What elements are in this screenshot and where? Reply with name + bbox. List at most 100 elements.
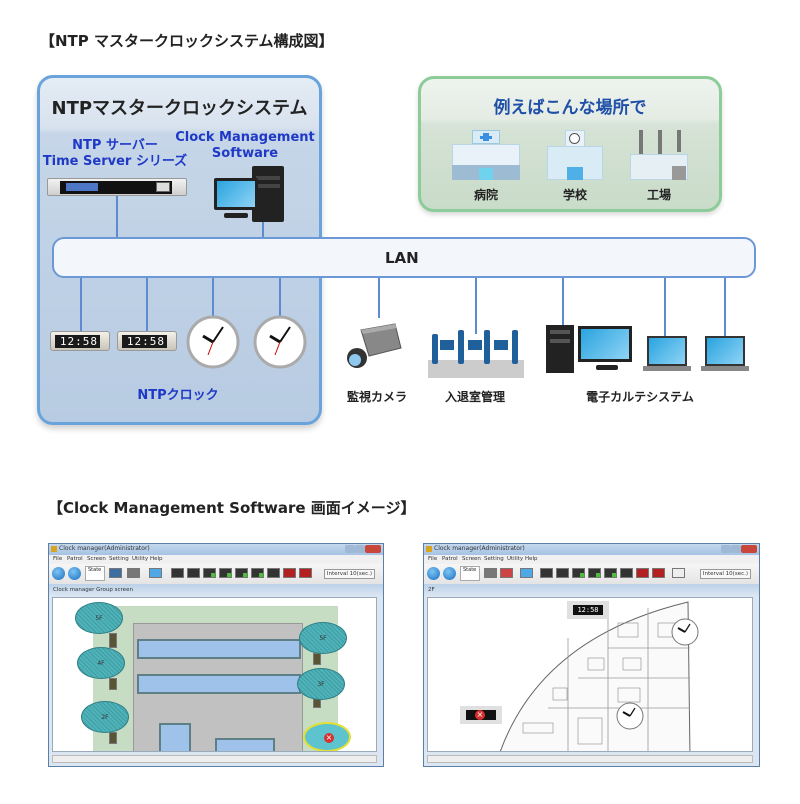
security-camera-icon xyxy=(347,323,402,368)
lan-connector xyxy=(279,278,281,318)
school-icon xyxy=(547,130,603,180)
lan-connector xyxy=(212,278,214,318)
floor-marker-2f[interactable]: 2F xyxy=(81,701,129,733)
clock-list-icon[interactable] xyxy=(109,568,122,578)
menu-utility[interactable]: Utility xyxy=(507,556,524,562)
pause-button[interactable] xyxy=(68,567,81,580)
digital-clock-marker-alarm[interactable]: × xyxy=(460,706,502,724)
floor-marker-4f[interactable]: 4F xyxy=(77,647,125,679)
close-button[interactable] xyxy=(365,545,381,553)
lan-connector xyxy=(116,196,118,238)
lan-connector xyxy=(262,222,264,238)
menu-help[interactable]: Help xyxy=(150,556,163,562)
interval-display: Interval 10(sec.) xyxy=(323,569,375,579)
toolbar: State Interval 10(sec.) xyxy=(424,564,759,584)
floor-map-canvas: 12:58 × xyxy=(427,597,753,752)
ntp-server-label: NTP サーバー Time Server シリーズ xyxy=(40,138,190,170)
lan-connector xyxy=(475,278,477,334)
state-box: State xyxy=(460,566,480,581)
menu-setting[interactable]: Setting xyxy=(109,556,129,562)
clock-ok-icon[interactable] xyxy=(572,568,585,578)
floor-marker-alarm[interactable]: × xyxy=(303,722,351,751)
menu-file[interactable]: File xyxy=(53,556,63,562)
clock-alarm-icon[interactable] xyxy=(636,568,649,578)
menu-file[interactable]: File xyxy=(428,556,438,562)
menu-help[interactable]: Help xyxy=(525,556,538,562)
clock-status-icon[interactable] xyxy=(620,568,633,578)
window-title: Clock manager(Administrator) xyxy=(59,545,150,552)
error-icon: × xyxy=(324,733,334,743)
clock-status-icon[interactable] xyxy=(540,568,553,578)
play-button[interactable] xyxy=(52,567,65,580)
clock-ok-icon[interactable] xyxy=(219,568,232,578)
clock-ok-icon[interactable] xyxy=(235,568,248,578)
clock-ok-icon[interactable] xyxy=(251,568,264,578)
digital-clock-marker[interactable]: 12:58 xyxy=(567,601,609,619)
building-windows xyxy=(215,738,275,751)
software-window-group-screen: Clock manager(Administrator) File Patrol… xyxy=(48,543,384,767)
building-windows xyxy=(137,674,301,694)
pause-button[interactable] xyxy=(443,567,456,580)
monitor-icon[interactable] xyxy=(520,568,533,578)
maximize-button[interactable] xyxy=(731,545,741,553)
lan-connector xyxy=(146,278,148,331)
floor-marker-5f-right[interactable]: 5F xyxy=(299,622,347,654)
menu-utility[interactable]: Utility xyxy=(132,556,149,562)
window-title: Clock manager(Administrator) xyxy=(434,545,525,552)
digital-clock-time: 12:58 xyxy=(55,335,100,348)
group-icon[interactable] xyxy=(127,568,140,578)
factory-icon xyxy=(630,130,688,180)
ntp-clock-label: NTPクロック xyxy=(137,388,219,403)
clock-status-icon[interactable] xyxy=(171,568,184,578)
analog-clock-icon xyxy=(253,315,307,369)
clock-ok-icon[interactable] xyxy=(203,568,216,578)
clock-status-icon[interactable] xyxy=(267,568,280,578)
hospital-icon xyxy=(452,130,520,180)
minimize-button[interactable] xyxy=(721,545,731,553)
error-icon: × xyxy=(475,710,485,720)
desktop-pc-icon xyxy=(214,166,286,224)
clock-status-icon[interactable] xyxy=(556,568,569,578)
clock-alarm-icon[interactable] xyxy=(299,568,312,578)
monitor-icon[interactable] xyxy=(149,568,162,578)
place-label-hospital: 病院 xyxy=(473,188,498,202)
minimize-button[interactable] xyxy=(345,545,355,553)
place-label-factory: 工場 xyxy=(646,188,671,202)
floor-label: 4F xyxy=(97,660,105,667)
menu-patrol[interactable]: Patrol xyxy=(67,556,83,562)
menu-patrol[interactable]: Patrol xyxy=(442,556,458,562)
close-button[interactable] xyxy=(741,545,757,553)
play-button[interactable] xyxy=(427,567,440,580)
screen-subtitle-bar: Clock manager Group screen xyxy=(49,584,383,596)
window-titlebar: Clock manager(Administrator) xyxy=(424,544,759,555)
lan-connector xyxy=(664,278,666,336)
clock-ok-icon[interactable] xyxy=(604,568,617,578)
app-icon xyxy=(51,546,57,552)
menu-screen[interactable]: Screen xyxy=(87,556,106,562)
clock-ok-icon[interactable] xyxy=(588,568,601,578)
clock-alarm-icon[interactable] xyxy=(283,568,296,578)
menu-screen[interactable]: Screen xyxy=(462,556,481,562)
floor-label: 5F xyxy=(95,615,103,622)
software-label-line1: Clock Management xyxy=(175,130,315,145)
places-title: 例えばこんな場所で xyxy=(493,98,647,118)
clock-status-icon[interactable] xyxy=(187,568,200,578)
floor-marker-5f[interactable]: 5F xyxy=(75,602,123,634)
software-label-line2: Software xyxy=(211,146,279,161)
digital-clock-icon: 12:58 xyxy=(117,331,177,351)
clock-alarm-icon[interactable] xyxy=(652,568,665,578)
ntp-server-label-line1: NTP サーバー xyxy=(72,138,158,153)
clock-list-icon[interactable] xyxy=(484,568,497,578)
status-bar xyxy=(427,755,753,763)
interval-display: Interval 10(sec.) xyxy=(699,569,751,579)
maximize-button[interactable] xyxy=(355,545,365,553)
lan-label: LAN xyxy=(385,249,419,267)
search-icon[interactable] xyxy=(672,568,685,578)
menu-setting[interactable]: Setting xyxy=(484,556,504,562)
status-bar xyxy=(52,755,377,763)
group-icon[interactable] xyxy=(500,568,513,578)
building-door xyxy=(159,723,191,751)
floor-marker-3f[interactable]: 3F xyxy=(297,668,345,700)
laptop-icon xyxy=(643,336,691,372)
software-screens-title: 【Clock Management Software 画面イメージ】 xyxy=(48,499,416,517)
